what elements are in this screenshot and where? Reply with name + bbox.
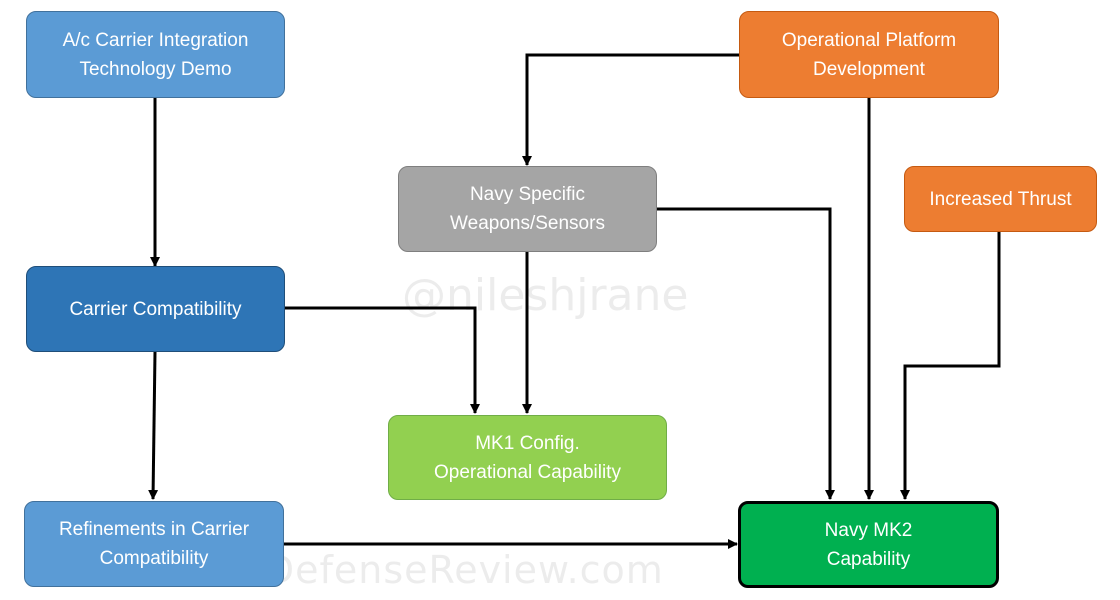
edge-compat-to-refinements: [148, 351, 159, 500]
edge-weapons-to-mk2: [657, 207, 835, 500]
node-carrier-compatibility: Carrier Compatibility: [26, 266, 285, 352]
node-mk1-config: MK1 Config.Operational Capability: [388, 415, 667, 500]
edge-compat-to-mk1: [285, 306, 480, 414]
node-increased-thrust: Increased Thrust: [904, 166, 1097, 232]
edge-platform-to-weapons: [522, 53, 739, 166]
edge-thrust-to-mk2: [900, 232, 1001, 500]
